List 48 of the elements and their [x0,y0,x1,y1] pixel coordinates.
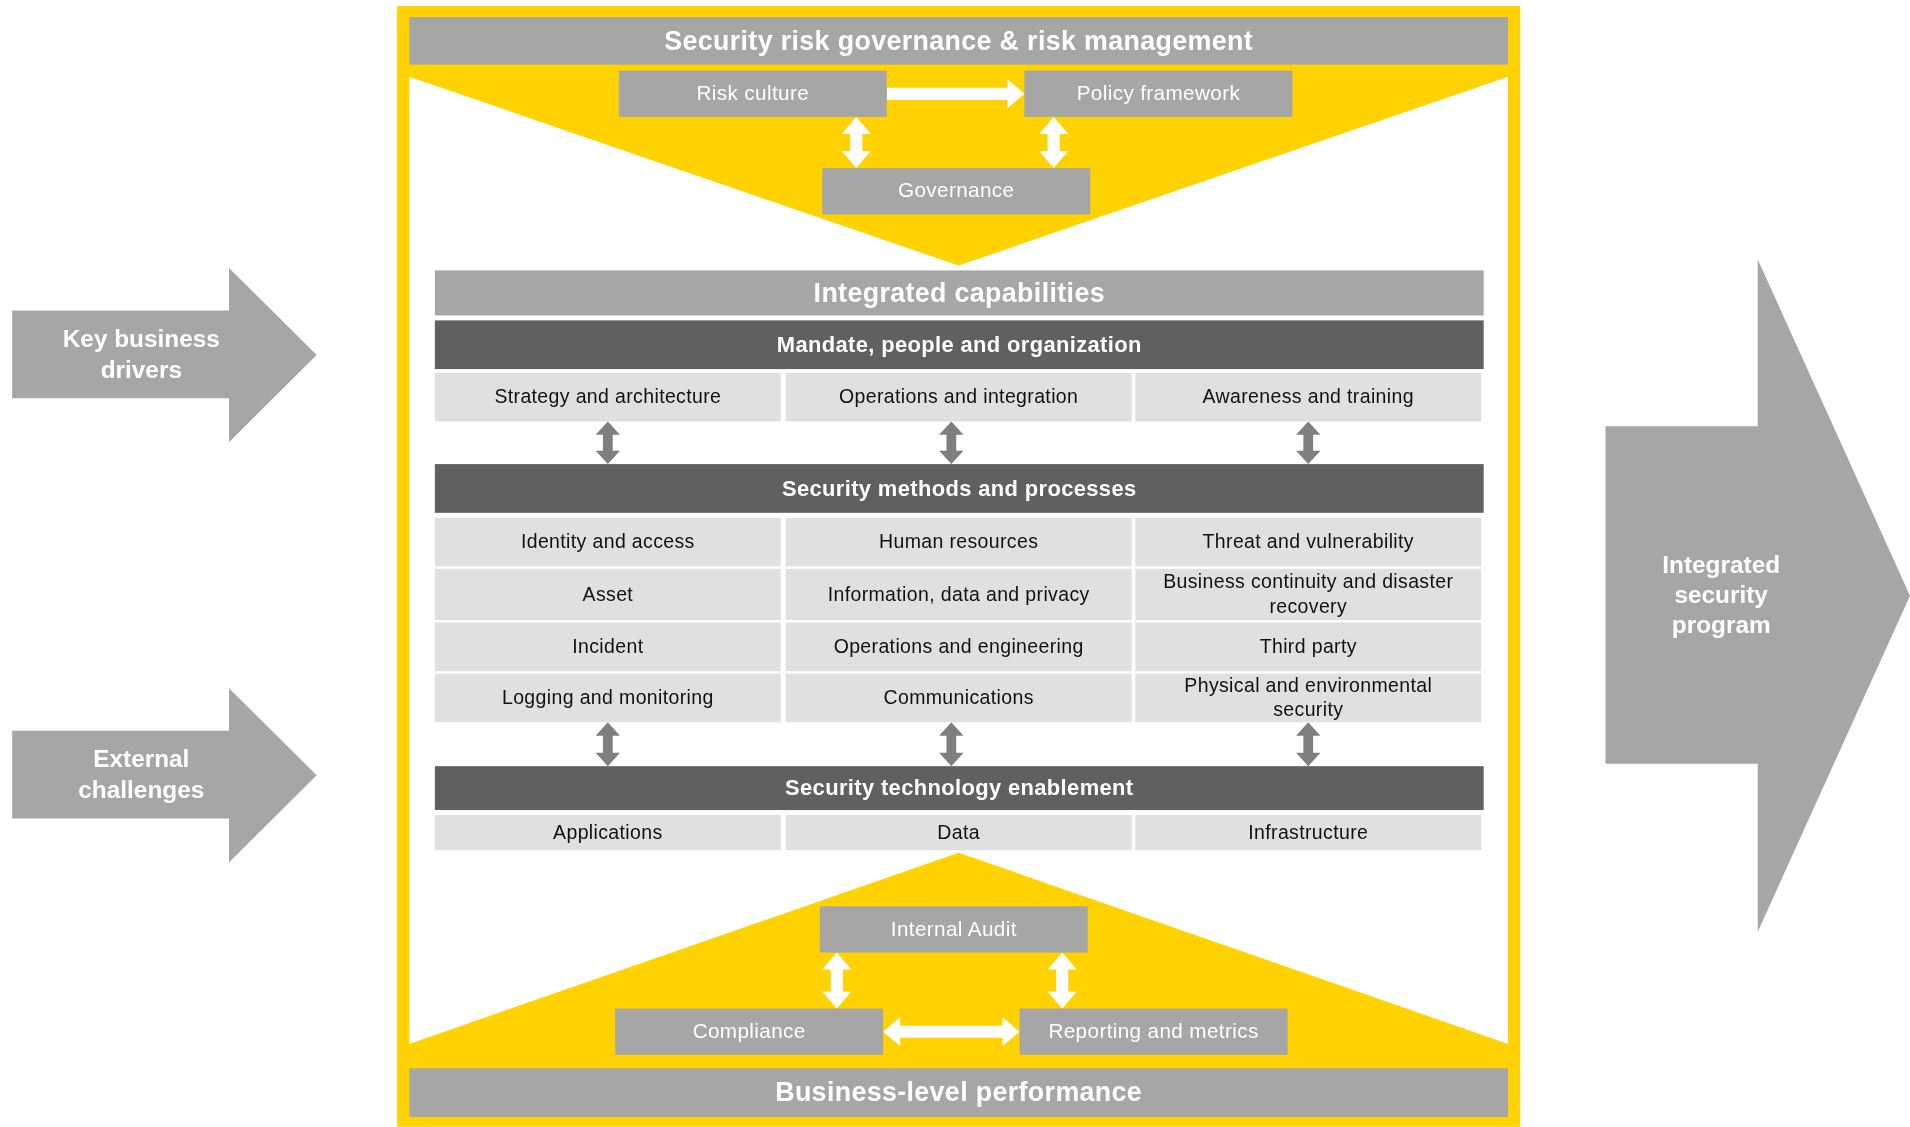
process-box: Reporting and metrics [1019,1008,1288,1055]
double-arrow [1047,952,1077,1009]
double-arrow [822,952,852,1009]
section-header: Integrated capabilities [434,270,1484,316]
capability-cell: Strategy and architecture [434,372,781,422]
capability-cell: Information, data and privacy [785,568,1132,620]
double-arrow [595,722,620,767]
capability-cell: Physical and environmental security [1135,673,1482,723]
process-box: Internal Audit [819,906,1088,953]
section-header: Business-level performance [409,1068,1508,1117]
capability-cell: Data [785,814,1132,851]
capability-cell: Identity and access [434,517,781,567]
capability-cell: Business continuity and disaster recovery [1135,568,1482,620]
capability-cell: Incident [434,622,781,672]
capability-cell: Communications [785,673,1132,723]
process-box: Policy framework [1024,70,1293,117]
process-box: Governance [822,168,1091,215]
double-arrow [1296,722,1321,767]
arrow [886,79,1025,109]
output-arrow [1605,259,1910,932]
capability-cell: Applications [434,814,781,851]
arrow-label: Key business drivers [61,324,221,385]
layer-header: Security technology enablement [434,766,1484,811]
capability-cell: Infrastructure [1135,814,1482,851]
process-box: Compliance [615,1008,884,1055]
double-arrow [939,421,964,465]
process-box: Risk culture [618,70,887,117]
arrow-label: Integrated security program [1661,549,1782,641]
double-arrow [939,722,964,767]
capability-cell: Awareness and training [1135,372,1482,422]
double-arrow [883,1017,1020,1047]
layer-header: Mandate, people and organization [434,320,1484,370]
double-arrow [1296,421,1321,465]
capability-cell: Asset [434,568,781,620]
section-header: Security risk governance & risk management [409,17,1508,65]
capability-cell: Operations and engineering [785,622,1132,672]
double-arrow [595,421,620,465]
capability-cell: Third party [1135,622,1482,672]
double-arrow [1039,116,1069,169]
layer-header: Security methods and processes [434,464,1484,513]
capability-cell: Human resources [785,517,1132,567]
input-arrow [12,268,317,443]
capability-cell: Logging and monitoring [434,673,781,723]
arrow-label: External challenges [77,744,206,805]
input-arrow [12,688,317,863]
capability-cell: Operations and integration [785,372,1132,422]
capability-cell: Threat and vulnerability [1135,517,1482,567]
double-arrow [841,116,871,169]
